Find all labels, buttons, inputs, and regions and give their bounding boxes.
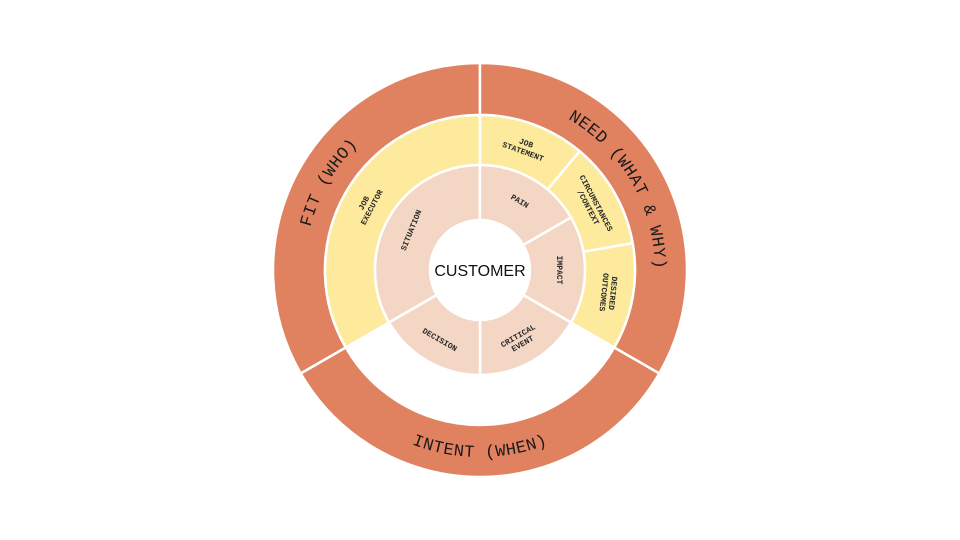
middle-label-desired-outcomes: DESIREDOUTCOMES (597, 273, 619, 313)
center-circle (430, 220, 530, 320)
label-line: IMPACT (554, 256, 563, 285)
label-line: OUTCOMES (597, 273, 610, 312)
inner-label-impact: IMPACT (554, 256, 563, 285)
label-line: DESIRED (606, 276, 618, 311)
center-label: CUSTOMER (434, 263, 525, 280)
outer-segment-intent (299, 345, 661, 479)
